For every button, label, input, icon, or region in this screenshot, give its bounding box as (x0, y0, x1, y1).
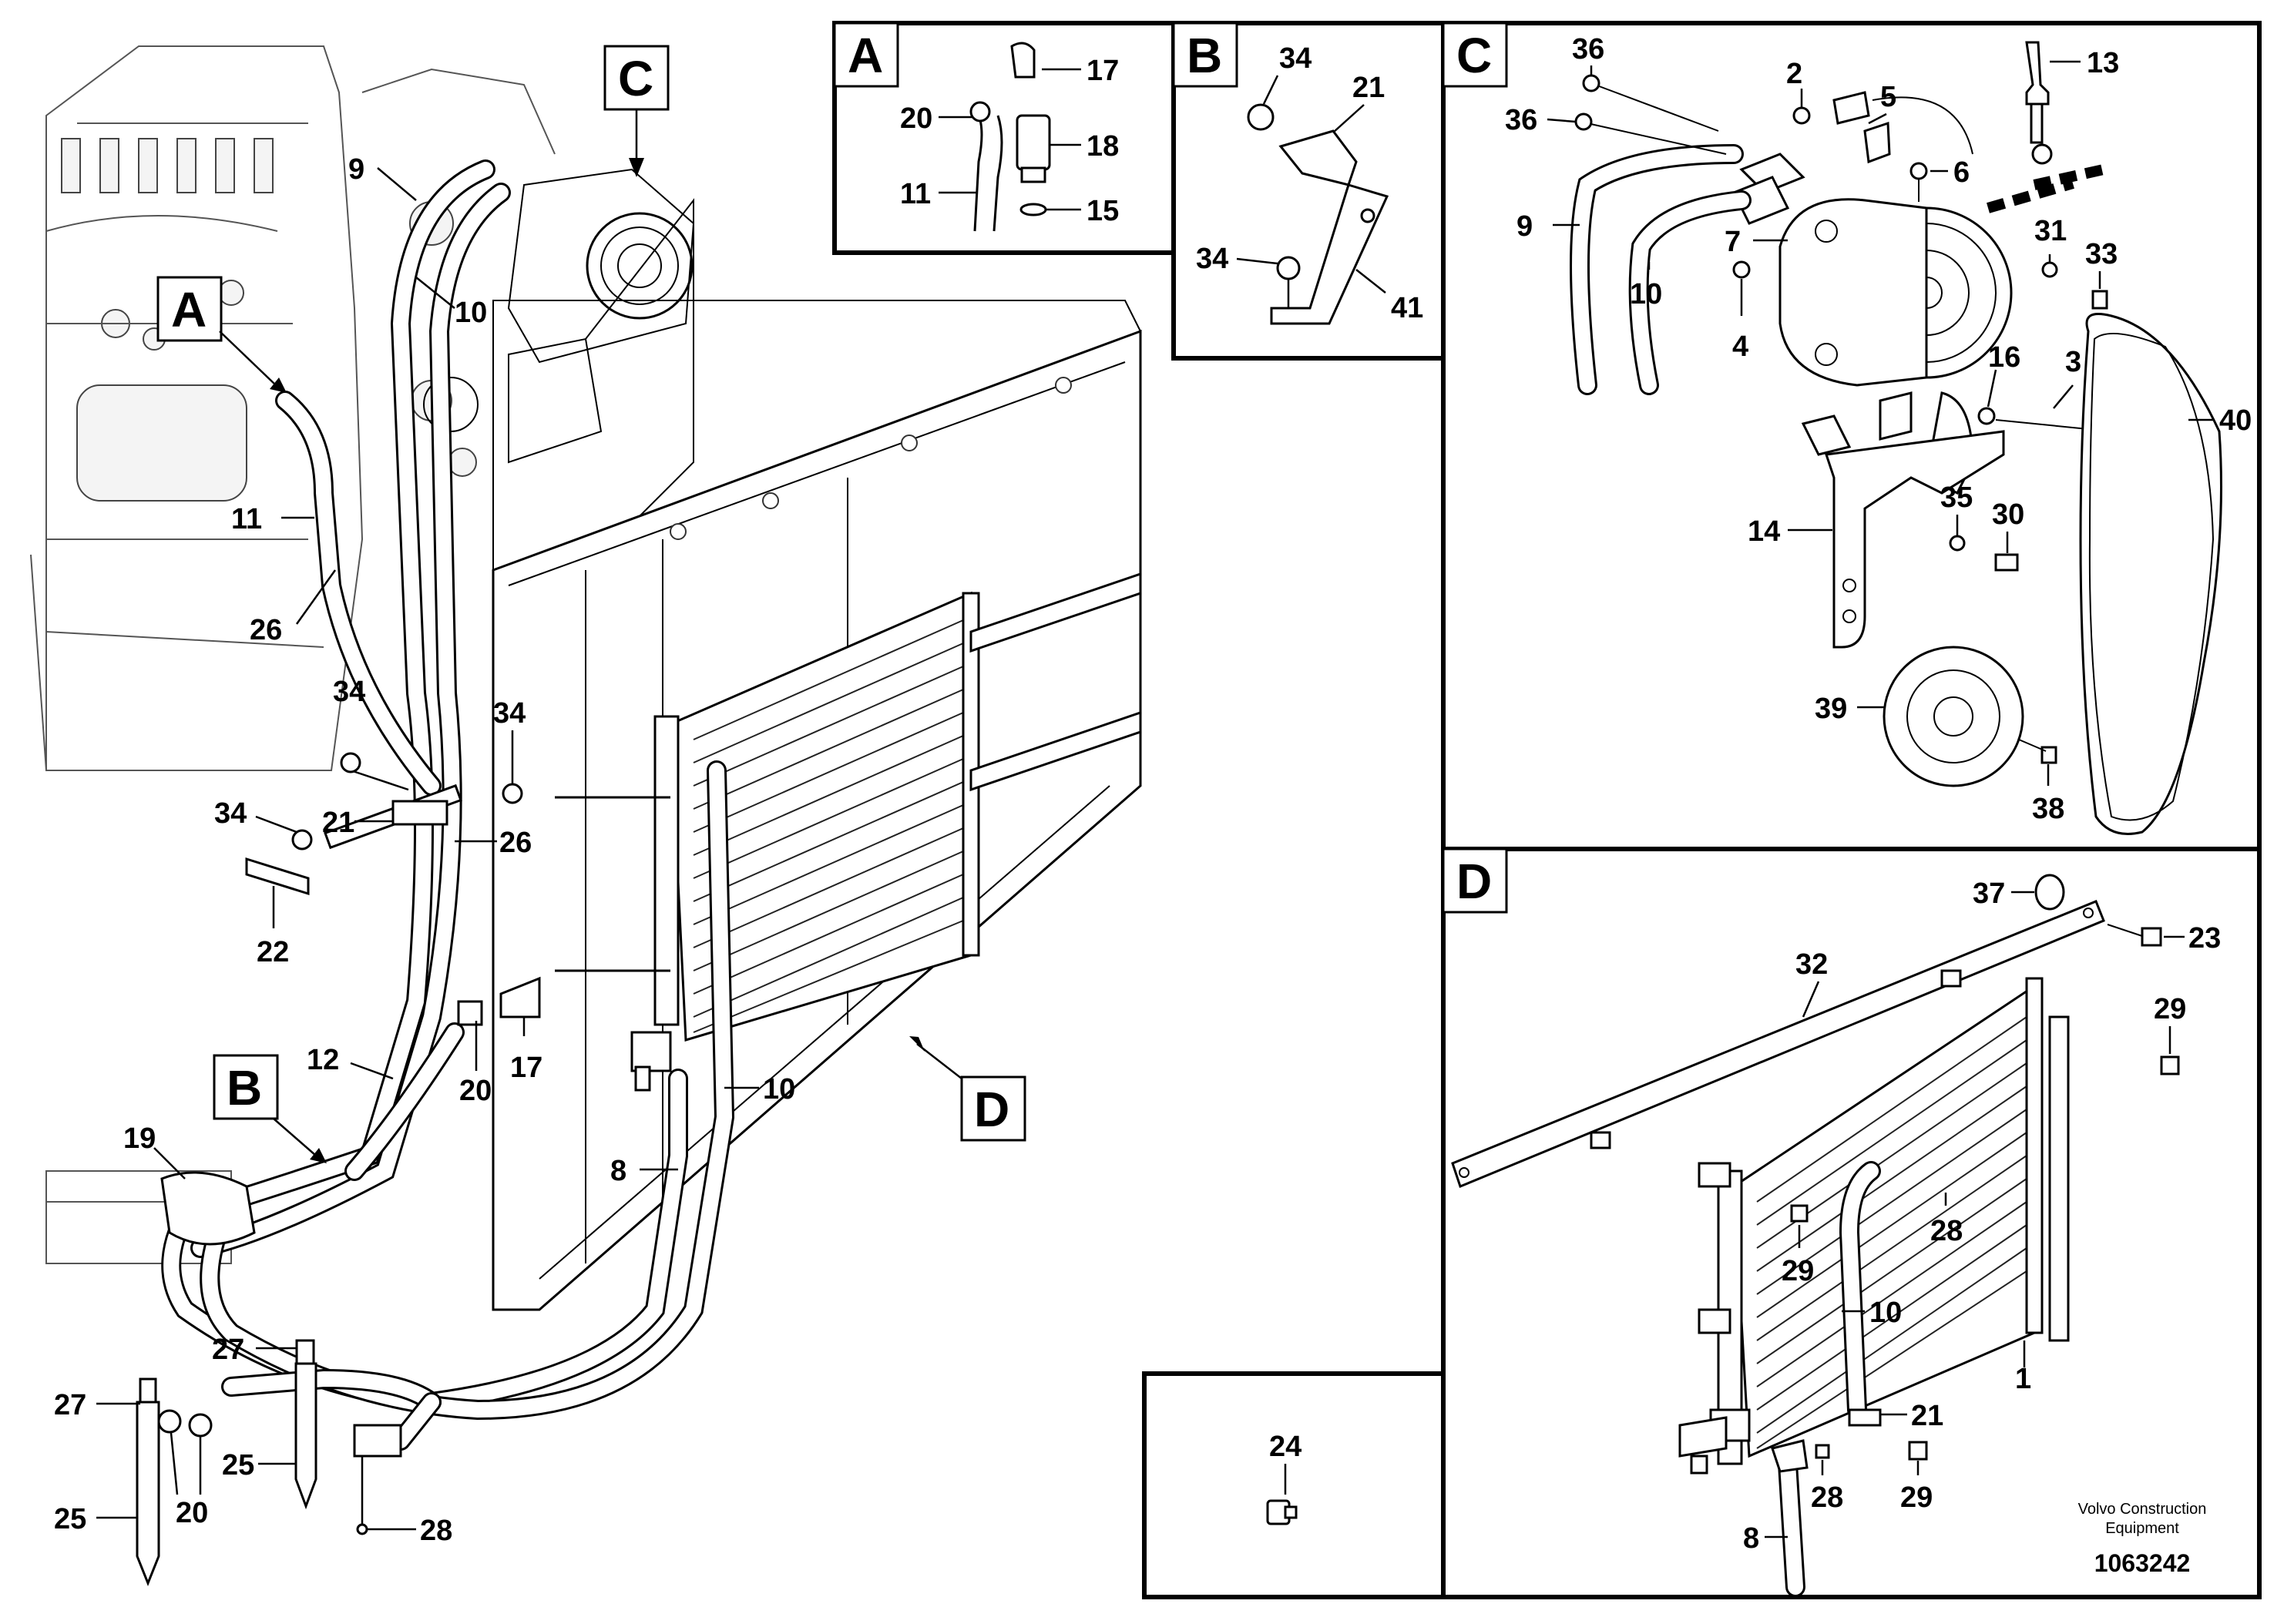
detail-b: B 34 21 34 41 (1171, 21, 1446, 361)
callout-10-lower: 10 (763, 1073, 795, 1106)
detail-c-callout-16: 16 (1988, 341, 2020, 374)
detail-b-callout-34-top: 34 (1279, 42, 1312, 75)
detail-c-callout-4: 4 (1732, 331, 1748, 363)
view-marker-a: A (156, 276, 287, 393)
svg-text:D: D (974, 1082, 1009, 1137)
engine-block-illustration (30, 45, 477, 1264)
detail-b-callout-34-bottom: 34 (1196, 243, 1228, 275)
detail-a-title: A (848, 28, 883, 83)
detail-c-callout-5: 5 (1880, 81, 1896, 113)
callout-20-main: 20 (459, 1075, 492, 1107)
detail-24-callout-24: 24 (1269, 1431, 1302, 1463)
detail-a-callout-17: 17 (1087, 55, 1119, 87)
detail-c-callout-3: 3 (2065, 346, 2081, 378)
detail-d-callout-1: 1 (2015, 1363, 2031, 1395)
detail-c-callout-35: 35 (1940, 481, 1973, 514)
callout-22: 22 (257, 936, 289, 968)
callout-34-upper-right: 34 (493, 697, 526, 730)
detail-c-callout-38: 38 (2032, 793, 2064, 825)
compressor-drive-illustration (361, 68, 695, 555)
callout-25-left: 25 (54, 1503, 86, 1535)
detail-d-callout-10: 10 (1869, 1297, 1902, 1329)
view-marker-c: C (603, 45, 670, 177)
detail-c-callout-30: 30 (1992, 498, 2024, 531)
svg-text:A: A (171, 282, 207, 337)
brand-line-2: Equipment (2105, 1520, 2179, 1537)
callout-34-lower: 34 (214, 797, 247, 830)
detail-d-title: D (1456, 854, 1492, 909)
callout-28: 28 (420, 1515, 452, 1547)
detail-c-callout-13: 13 (2087, 47, 2119, 79)
condenser-illustration (555, 572, 1142, 1092)
main-view: 9 10 11 26 34 34 34 21 26 22 12 (30, 45, 1142, 1587)
callout-9: 9 (348, 153, 364, 186)
view-marker-b: B (213, 1054, 327, 1163)
detail-a: A 17 20 18 11 15 (832, 21, 1176, 255)
detail-c-callout-36-lower: 36 (1505, 104, 1537, 136)
detail-c-callout-9: 9 (1516, 210, 1533, 243)
svg-text:B: B (227, 1060, 262, 1116)
detail-d-callout-21: 21 (1911, 1400, 1943, 1432)
callout-25-right: 25 (222, 1449, 254, 1481)
temperature-sensors-illustration (136, 1339, 317, 1587)
brand-line-1: Volvo Construction (2078, 1501, 2207, 1518)
detail-d-callout-29-bottom: 29 (1900, 1481, 1933, 1514)
detail-c-callout-14: 14 (1748, 515, 1780, 548)
callout-27-right: 27 (212, 1334, 244, 1366)
detail-d-callout-37: 37 (1973, 877, 2005, 910)
callout-27-left: 27 (54, 1389, 86, 1421)
detail-d-callout-23: 23 (2188, 922, 2221, 955)
detail-a-callout-11: 11 (900, 178, 931, 210)
detail-a-callout-18: 18 (1087, 130, 1119, 163)
detail-b-callout-21: 21 (1352, 72, 1385, 104)
view-marker-d: D (909, 1036, 1026, 1142)
main-callouts: 9 10 11 26 34 34 34 21 26 22 12 (54, 153, 795, 1547)
document-number: 1063242 (2094, 1549, 2191, 1577)
detail-d-callout-32: 32 (1795, 948, 1828, 981)
callout-12: 12 (307, 1044, 339, 1076)
detail-c: C (1441, 21, 2262, 851)
callout-11: 11 (231, 503, 262, 535)
callout-8: 8 (610, 1155, 626, 1187)
detail-d-callout-28-top: 28 (1930, 1215, 1963, 1247)
detail-a-callout-20: 20 (900, 102, 932, 135)
detail-c-callout-39: 39 (1815, 693, 1847, 725)
callout-34-upper-left: 34 (333, 676, 365, 708)
callout-26-lower: 26 (499, 827, 532, 859)
detail-b-title: B (1187, 28, 1222, 83)
detail-d-callout-29-top: 29 (2154, 993, 2186, 1025)
detail-c-callout-33: 33 (2085, 238, 2118, 270)
callout-10-top: 10 (455, 297, 487, 329)
callout-21: 21 (322, 807, 354, 839)
detail-c-callout-10: 10 (1630, 278, 1662, 310)
callout-26-upper: 26 (250, 614, 282, 646)
callout-19: 19 (123, 1122, 156, 1155)
detail-c-callout-40: 40 (2219, 404, 2252, 437)
detail-24: 24 (1142, 1371, 1446, 1599)
detail-c-callout-31: 31 (2034, 215, 2067, 247)
svg-text:C: C (618, 51, 653, 106)
detail-d-callout-29-middle: 29 (1782, 1255, 1814, 1287)
detail-c-callout-36-top: 36 (1572, 33, 1604, 65)
detail-d: D (1441, 847, 2262, 1599)
callout-17: 17 (510, 1052, 542, 1084)
detail-d-callout-28-bottom: 28 (1811, 1481, 1843, 1514)
detail-a-callout-15: 15 (1087, 195, 1119, 227)
detail-b-callout-41: 41 (1391, 292, 1423, 324)
detail-c-callout-6: 6 (1953, 156, 1970, 189)
detail-c-title: C (1456, 28, 1492, 83)
callout-20-bottom: 20 (176, 1497, 208, 1529)
detail-c-callout-2: 2 (1786, 58, 1802, 90)
detail-d-callout-8: 8 (1743, 1522, 1759, 1555)
hose-routing-illustration (160, 159, 735, 1458)
detail-c-callout-7: 7 (1725, 226, 1741, 258)
